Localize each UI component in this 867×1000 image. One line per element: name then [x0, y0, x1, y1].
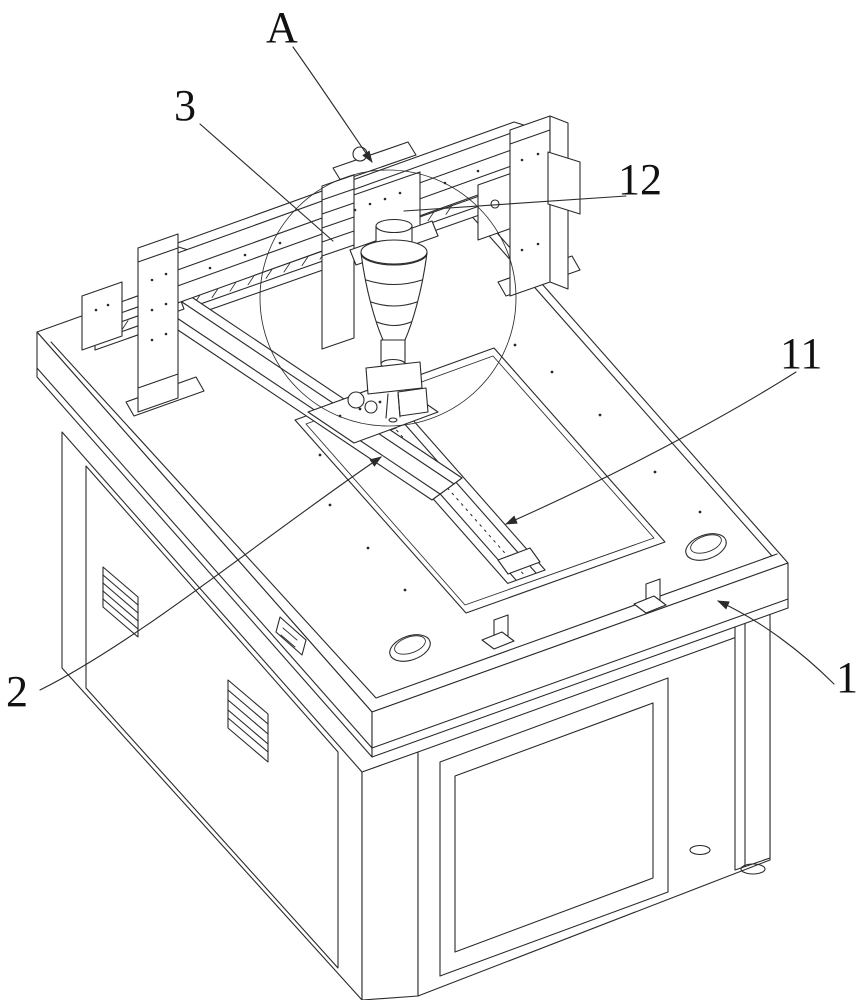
clamp-bracket — [481, 614, 515, 650]
leader-2 — [39, 456, 382, 691]
callout-1: 1 — [836, 653, 858, 702]
dispenser-head — [347, 218, 429, 423]
nozzle-tip — [388, 417, 398, 423]
callout-leaders — [39, 46, 835, 691]
callout-12: 12 — [618, 155, 662, 204]
vent-grille — [227, 679, 269, 763]
leader-11 — [504, 371, 797, 525]
nameplate — [275, 616, 307, 656]
leveling-foot — [740, 863, 766, 875]
callout-3: 3 — [174, 81, 196, 130]
callout-2: 2 — [6, 667, 28, 716]
table-hole — [389, 634, 431, 662]
leader-A — [292, 46, 373, 163]
callout-A: A — [266, 3, 298, 52]
detail-circle-A — [259, 169, 517, 427]
rear-leg — [734, 599, 771, 871]
leader-3 — [199, 123, 334, 242]
motor-cap — [352, 146, 368, 162]
callout-11: 11 — [780, 329, 823, 378]
leader-1 — [716, 600, 835, 685]
gantry-left-support — [125, 233, 205, 417]
leader-12 — [403, 195, 627, 212]
motor-box — [547, 151, 581, 215]
clamp-bracket — [633, 578, 667, 614]
table-hole — [685, 533, 727, 561]
machine-base-cabinet — [61, 431, 771, 1000]
gantry-right-column — [497, 115, 581, 297]
vent-grille — [102, 566, 139, 638]
leveling-foot — [689, 844, 711, 856]
